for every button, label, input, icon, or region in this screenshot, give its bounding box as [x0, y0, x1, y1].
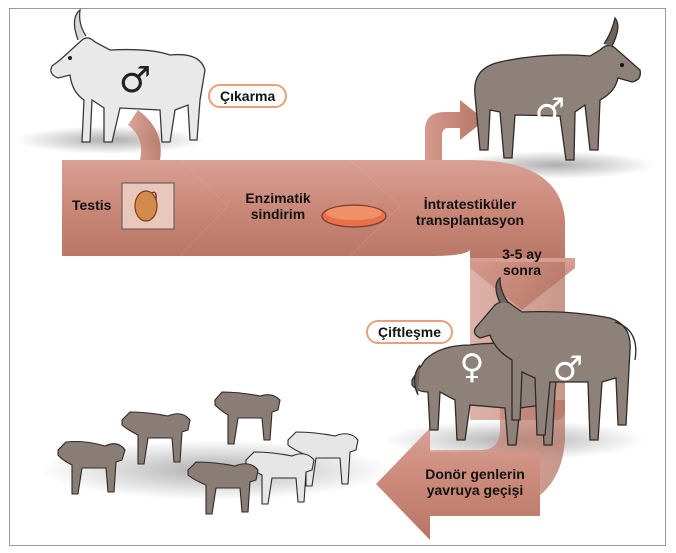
enzymatic-line-1: Enzimatik	[234, 190, 322, 206]
transplant-line-1: İntratestiküler	[400, 196, 540, 212]
kid-goat	[215, 392, 280, 444]
testis-label: Testis	[72, 197, 111, 213]
enzymatic-label: Enzimatik sindirim	[234, 190, 322, 222]
transplant-line-2: transplantasyon	[400, 212, 540, 228]
donor-male-symbol: ♂	[119, 60, 151, 101]
recipient-male-symbol: ♂	[535, 91, 565, 131]
testis-icon	[135, 191, 157, 221]
transplant-label: İntratestiküler transplantasyon	[400, 196, 540, 228]
male-symbol-pair: ♂	[553, 349, 583, 389]
transfer-line-1: Donör genlerin	[420, 466, 530, 482]
removal-label: Çıkarma	[208, 84, 287, 108]
time-line-2: sonra	[482, 262, 562, 278]
time-label: 3-5 ay sonra	[482, 246, 562, 278]
enzymatic-line-2: sindirim	[234, 206, 322, 222]
female-symbol: ♀	[460, 347, 485, 387]
transfer-line-2: yavruya geçişi	[420, 482, 530, 498]
transfer-label: Donör genlerin yavruya geçişi	[420, 466, 530, 498]
mating-label: Çiftleşme	[366, 320, 453, 344]
time-line-1: 3-5 ay	[482, 246, 562, 262]
recipient-goat-image	[475, 18, 641, 160]
